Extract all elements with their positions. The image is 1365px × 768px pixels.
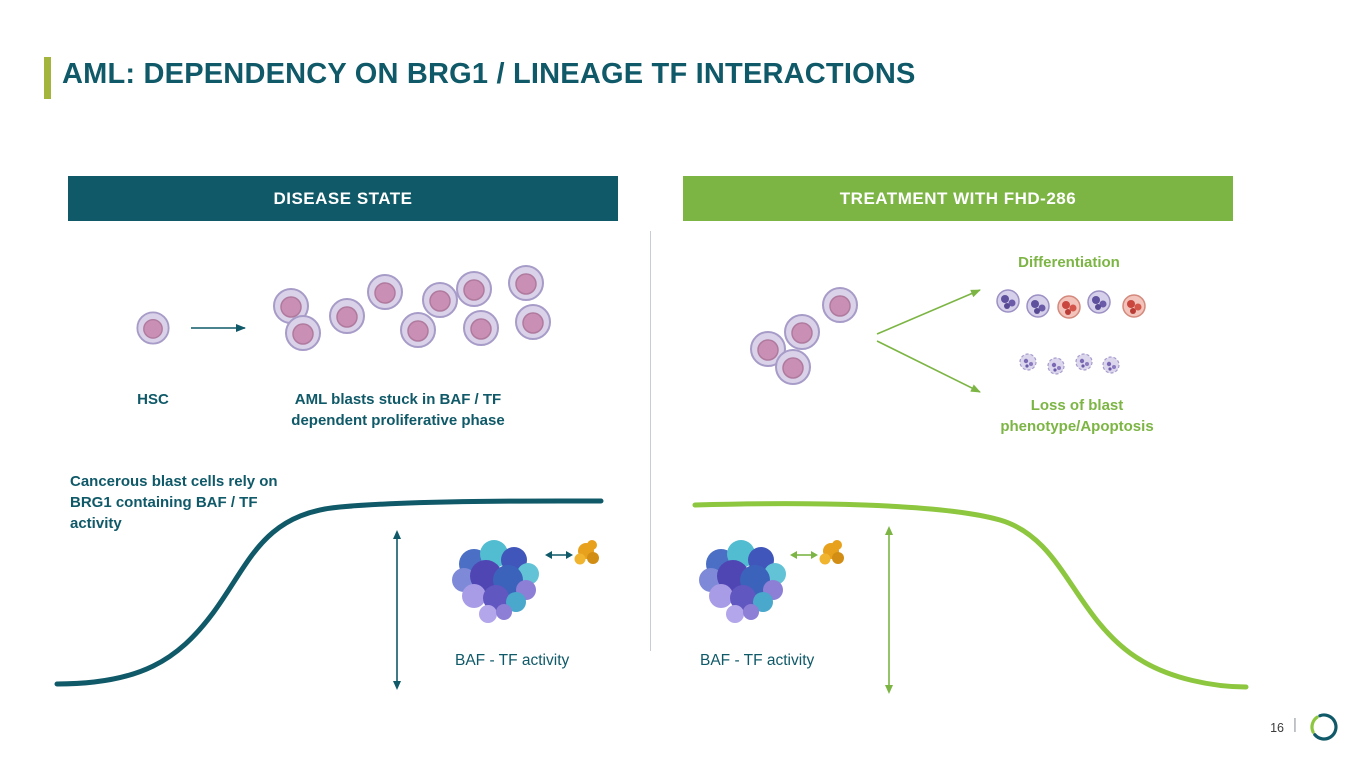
differentiated-cell-row	[996, 289, 1146, 319]
slide-title: AML: DEPENDENCY ON BRG1 / LINEAGE TF INT…	[62, 58, 916, 90]
loss-of-blast-label: Loss of blast phenotype/Apoptosis	[1000, 397, 1154, 435]
branch-arrow-apoptosis	[876, 340, 981, 393]
disease-state-banner-label: DISEASE STATE	[273, 188, 413, 208]
activity-curve-down	[692, 501, 1249, 690]
differentiation-label: Differentiation	[1018, 254, 1120, 271]
title-accent-bar	[44, 57, 51, 99]
treatment-banner-label: TREATMENT WITH FHD-286	[839, 188, 1077, 208]
aml-blast-cluster	[273, 265, 551, 351]
treated-blast-cluster	[750, 287, 858, 385]
tf-protein-icon-left	[574, 540, 599, 565]
branch-arrow-differentiation	[876, 289, 981, 335]
hsc-cell	[136, 311, 170, 345]
disease-state-banner: DISEASE STATE	[68, 176, 618, 221]
ring-logo	[1310, 713, 1338, 741]
baf-complex-illustration-right	[699, 540, 786, 623]
treatment-banner: TREATMENT WITH FHD-286	[683, 176, 1233, 221]
cancerous-blast-note: Cancerous blast cells rely on BRG1 conta…	[70, 473, 278, 532]
activity-curve-up	[54, 498, 604, 687]
activity-range-arrow-right	[885, 526, 893, 694]
baf-tf-interaction-arrow-right	[790, 551, 818, 559]
apoptotic-cell-row	[1019, 353, 1120, 375]
baf-tf-interaction-arrow-left	[545, 551, 573, 559]
footer-divider: |	[1293, 716, 1297, 733]
baf-tf-activity-label-right: BAF - TF activity	[700, 652, 815, 669]
tf-protein-icon-right	[819, 540, 844, 565]
page-number: 16	[1270, 721, 1284, 735]
baf-complex-illustration-left	[452, 540, 539, 623]
hsc-label: HSC	[137, 391, 169, 408]
baf-tf-activity-label-left: BAF - TF activity	[455, 652, 570, 669]
activity-range-arrow-left	[393, 530, 401, 690]
panel-divider	[650, 231, 651, 651]
aml-blasts-label: AML blasts stuck in BAF / TF dependent p…	[291, 391, 505, 429]
